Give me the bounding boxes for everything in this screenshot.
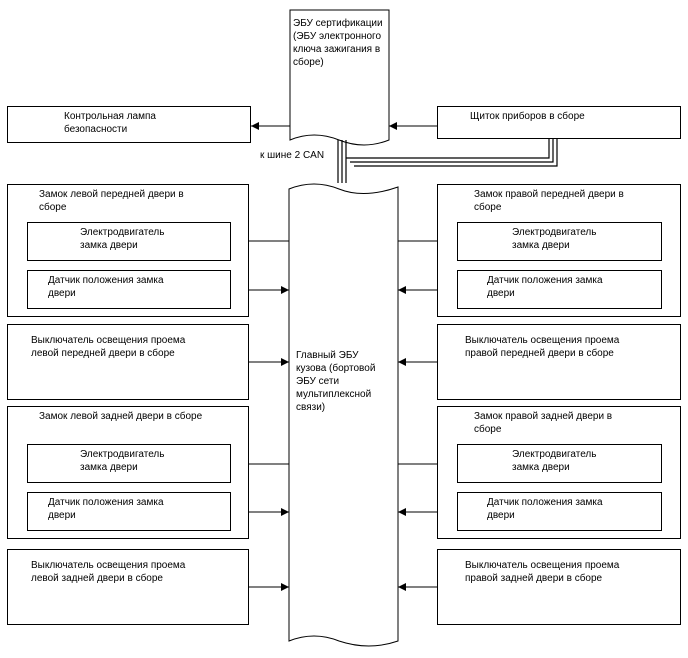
left-rear-door-switch-label: Выключатель освещения проема левой задне… [31,560,186,584]
left-front-door-switch: Выключатель освещения проема левой перед… [7,324,249,400]
left-front-lock-motor-label: Электродвигатель замка двери [80,227,165,251]
right-front-lock-sensor: Датчик положения замка двери [457,270,662,309]
left-rear-door-switch: Выключатель освещения проема левой задне… [7,549,249,625]
right-front-lock-motor-label: Электродвигатель замка двери [512,227,597,251]
can-bus-label: к шине 2 CAN [259,149,326,162]
left-front-lock-motor: Электродвигатель замка двери [27,222,231,261]
right-front-door-switch: Выключатель освещения проема правой пере… [437,324,681,400]
left-front-door-switch-label: Выключатель освещения проема левой перед… [31,335,186,359]
right-rear-lock-title: Замок правой задней двери в сборе [474,411,613,435]
left-front-lock-sensor: Датчик положения замка двери [27,270,231,309]
right-rear-lock-sensor: Датчик положения замка двери [457,492,662,531]
right-front-lock-title: Замок правой передней двери в сборе [474,189,624,213]
right-front-door-switch-label: Выключатель освещения проема правой пере… [465,335,620,359]
right-rear-lock-sensor-label: Датчик положения замка двери [487,497,603,521]
instrument-cluster-box: Щиток приборов в сборе [437,106,681,139]
left-front-lock-title: Замок левой передней двери в сборе [39,189,184,213]
main-ecu-shape [288,183,399,647]
left-rear-lock-sensor-label: Датчик положения замка двери [48,497,164,521]
left-rear-lock-motor: Электродвигатель замка двери [27,444,231,483]
right-rear-door-switch: Выключатель освещения проема правой задн… [437,549,681,625]
left-rear-lock-title: Замок левой задней двери в сборе [39,411,203,422]
certification-ecu-shape [289,9,390,146]
main-ecu-label: Главный ЭБУ кузова (бортовой ЭБУ сети му… [296,350,376,413]
left-rear-lock-sensor: Датчик положения замка двери [27,492,231,531]
instrument-cluster-label: Щиток приборов в сборе [470,111,585,122]
left-rear-lock-motor-label: Электродвигатель замка двери [80,449,165,473]
warning-lamp-box: Контрольная лампа безопасности [7,106,251,143]
right-front-lock-motor: Электродвигатель замка двери [457,222,662,261]
right-rear-lock-motor: Электродвигатель замка двери [457,444,662,483]
right-rear-lock-motor-label: Электродвигатель замка двери [512,449,597,473]
left-front-lock-sensor-label: Датчик положения замка двери [48,275,164,299]
right-front-lock-sensor-label: Датчик положения замка двери [487,275,603,299]
can-bus-lines [337,139,558,183]
warning-lamp-label: Контрольная лампа безопасности [64,111,156,135]
right-rear-door-switch-label: Выключатель освещения проема правой задн… [465,560,620,584]
certification-ecu-label: ЭБУ сертификации (ЭБУ электронного ключа… [293,18,383,68]
